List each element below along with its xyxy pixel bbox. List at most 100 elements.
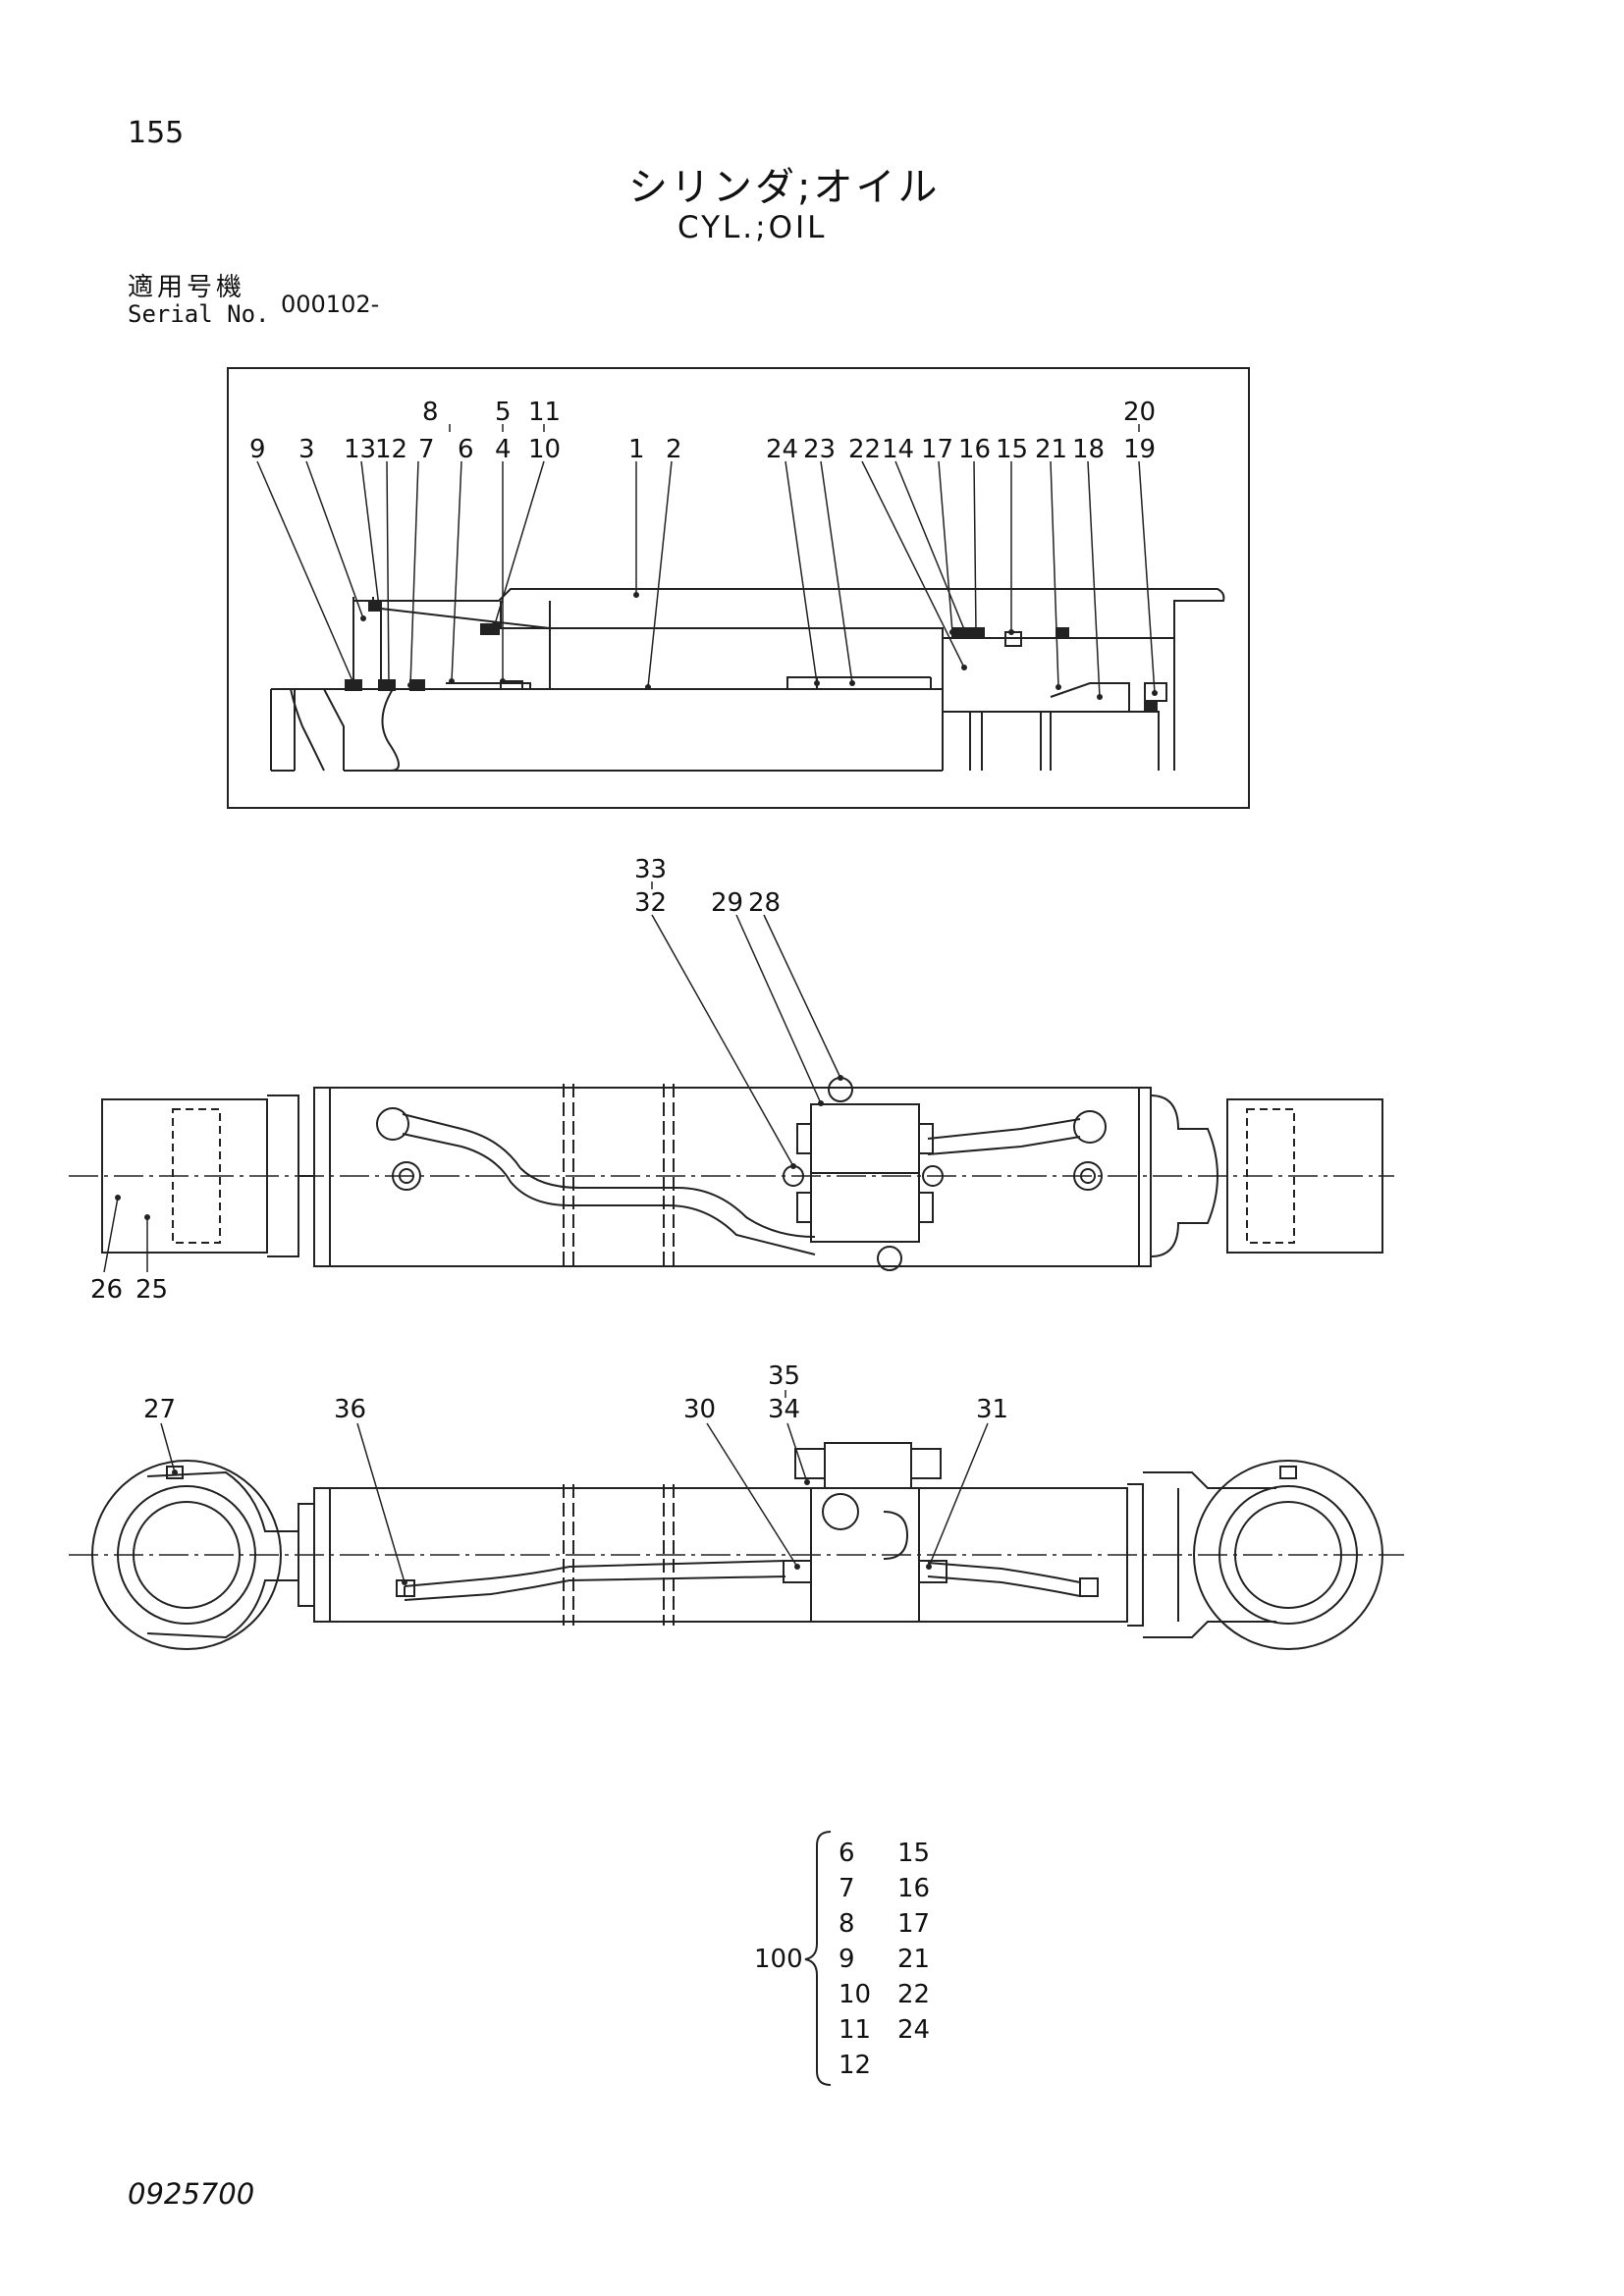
rod-fillet — [290, 688, 325, 772]
tube-cap-side — [1127, 1483, 1144, 1627]
seal-11 — [480, 623, 500, 635]
bottom-eye-bore — [1218, 1485, 1358, 1625]
callout-17: 17 — [921, 435, 953, 464]
rod-tail — [1051, 711, 1160, 771]
detail-labels: 8 5 11 9 3 13 12 7 6 4 10 1 2 24 23 22 1… — [249, 398, 1156, 464]
valve-eyebolt-bottom — [877, 1246, 902, 1271]
kit-item-b4: 21 — [897, 1945, 930, 1974]
kit-item-b1: 15 — [897, 1839, 930, 1868]
rod-eye-bushing — [133, 1501, 241, 1609]
callout-1: 1 — [628, 435, 645, 464]
rod-eye-pin-hidden — [172, 1108, 221, 1244]
callout-31: 31 — [976, 1395, 1008, 1424]
grease-nipple-27 — [166, 1466, 184, 1479]
port-plug-right-inner — [1080, 1168, 1096, 1184]
pipe-left-top — [402, 1113, 816, 1238]
nut-18 — [1050, 682, 1130, 712]
grease-nipple-right — [1279, 1466, 1297, 1479]
pipe-clamp-right — [1079, 1577, 1099, 1597]
callout-6: 6 — [458, 435, 474, 464]
rod-break-line — [381, 688, 400, 772]
kit-item-b2: 16 — [897, 1874, 930, 1903]
kit-label: 100 — [754, 1945, 803, 1974]
valve-cap-side — [824, 1442, 912, 1489]
callout-35: 35 — [768, 1362, 800, 1391]
kit-labels: 100 6 7 8 9 10 11 12 15 16 17 21 22 24 — [754, 1839, 930, 2080]
callout-34: 34 — [768, 1395, 800, 1424]
kit-item-a2: 7 — [839, 1874, 855, 1903]
callout-14: 14 — [882, 435, 914, 464]
rod-eye-outer — [91, 1460, 282, 1650]
tube-break-marks — [563, 1084, 675, 1270]
callout-16: 16 — [958, 435, 991, 464]
callout-26: 26 — [90, 1275, 123, 1305]
valve-port-side — [822, 1493, 859, 1530]
bottom-eye-outer — [1193, 1460, 1383, 1650]
pipe-side-left — [404, 1560, 786, 1601]
kit-brace — [804, 1831, 832, 2086]
piston-nut — [982, 711, 1052, 771]
callout-9: 9 — [249, 435, 266, 464]
kit-item-a1: 6 — [839, 1839, 855, 1868]
callout-10: 10 — [528, 435, 561, 464]
document-number: 0925700 — [128, 2177, 255, 2211]
tube-step — [500, 601, 551, 629]
kit-item-b6: 24 — [897, 2015, 930, 2045]
kit-item-a5: 10 — [839, 1980, 871, 2009]
detail-leaders — [256, 424, 1156, 698]
callout-19: 19 — [1123, 435, 1156, 464]
rod-end-left — [270, 689, 296, 772]
piston-body — [942, 638, 983, 771]
pipe-right — [927, 1118, 1081, 1155]
callout-21: 21 — [1035, 435, 1067, 464]
kit-item-a7: 12 — [839, 2051, 871, 2080]
rod-eye-bore — [117, 1485, 256, 1625]
kit-item-a6: 11 — [839, 2015, 871, 2045]
valve-bolt-right — [922, 1165, 944, 1187]
callout-18: 18 — [1072, 435, 1105, 464]
head-block — [352, 600, 382, 690]
top-leaders — [103, 881, 841, 1273]
bottom-eye-right — [1226, 1098, 1383, 1254]
callout-2: 2 — [666, 435, 682, 464]
callout-30: 30 — [683, 1395, 716, 1424]
callout-27: 27 — [143, 1395, 176, 1424]
callout-33: 33 — [634, 855, 667, 884]
callout-20: 20 — [1123, 398, 1156, 427]
callout-28: 28 — [748, 888, 781, 918]
callout-22: 22 — [848, 435, 881, 464]
callout-32: 32 — [634, 888, 667, 918]
callout-29: 29 — [711, 888, 743, 918]
callout-7: 7 — [418, 435, 435, 464]
head-profile — [380, 608, 551, 689]
callout-4: 4 — [495, 435, 512, 464]
port-fitting-right — [1073, 1110, 1107, 1144]
top-view — [69, 1075, 1394, 1271]
rod-eye-left — [101, 1098, 268, 1254]
callout-23: 23 — [803, 435, 836, 464]
callout-25: 25 — [135, 1275, 168, 1305]
title-japanese: シリンダ;オイル — [628, 165, 941, 210]
title-english: CYL.;OIL — [677, 210, 828, 245]
valve-flange-30 — [783, 1560, 812, 1583]
kit-item-b5: 22 — [897, 1980, 930, 2009]
serial-number-value: 000102- — [281, 291, 380, 318]
tube-body-top — [313, 1087, 1140, 1267]
callout-24: 24 — [766, 435, 798, 464]
kit-item-a4: 9 — [839, 1945, 855, 1974]
port-plug-right — [1073, 1161, 1103, 1191]
ring-4 — [500, 680, 523, 690]
detail-frame — [227, 367, 1250, 809]
callout-3: 3 — [298, 435, 315, 464]
page-number: 155 — [128, 116, 185, 150]
callout-15: 15 — [996, 435, 1028, 464]
callout-11: 11 — [528, 398, 561, 427]
side-leaders — [160, 1390, 989, 1583]
pipe-side-right — [927, 1562, 1081, 1597]
detail-section-view — [227, 367, 1250, 809]
collar-24 — [786, 676, 818, 690]
top-labels: 33 32 29 28 26 25 — [90, 855, 781, 1305]
port-fitting-left — [376, 1107, 409, 1141]
setscrew-20 — [1144, 700, 1158, 712]
